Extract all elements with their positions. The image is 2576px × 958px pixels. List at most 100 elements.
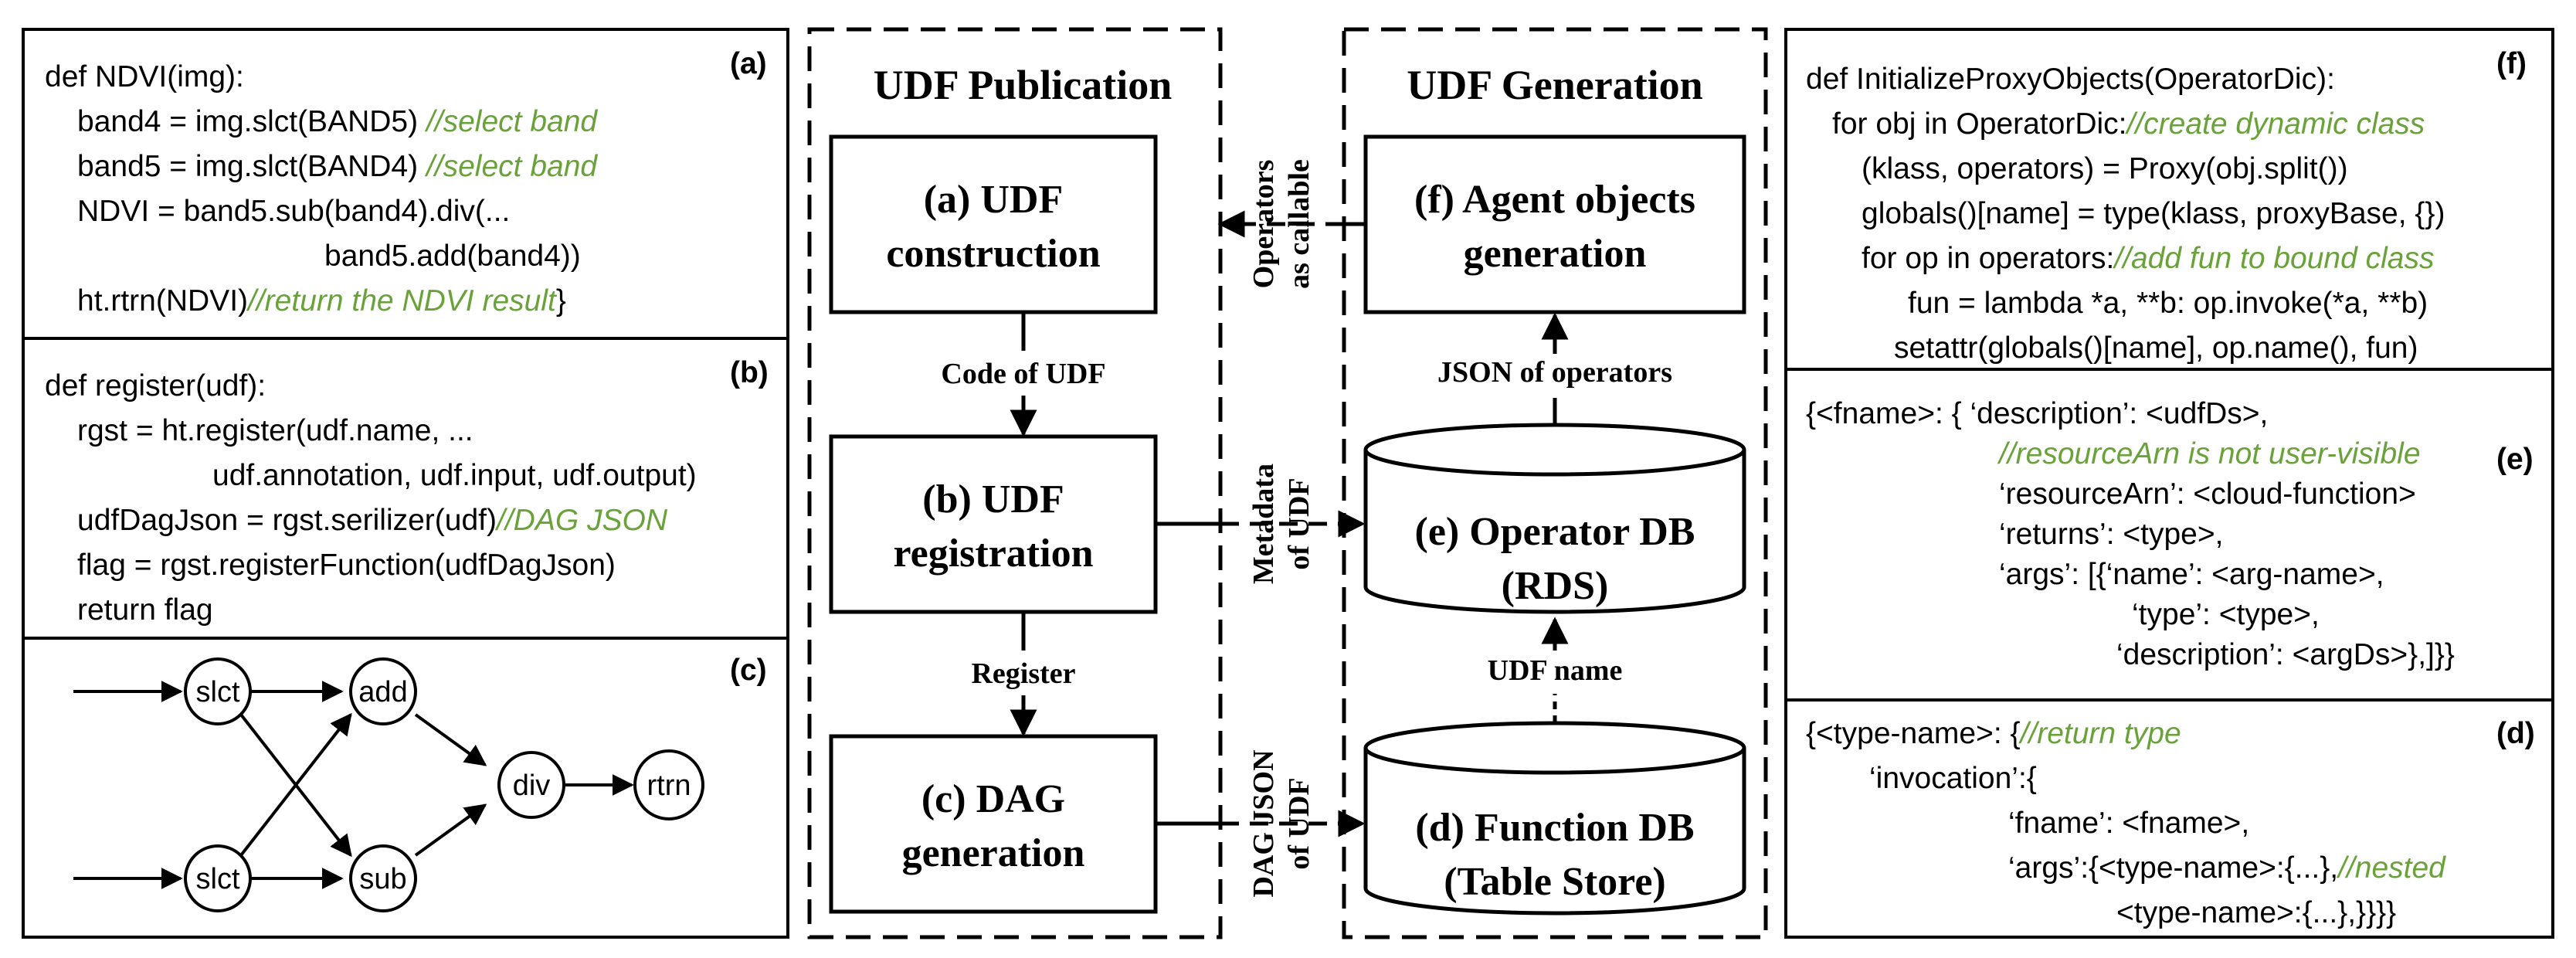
code-line: globals()[name] = type(klass, proxyBase,… <box>1862 197 2445 230</box>
code-comment: //select band <box>424 150 598 183</box>
code-line: band5.add(band4)) <box>324 240 581 273</box>
generation-dashed-frame <box>1342 27 1768 939</box>
box-label: generation <box>1464 232 1647 276</box>
generation-title: UDF Generation <box>1407 62 1702 108</box>
code-line: fun = lambda *a, **b: op.invoke(*a, **b) <box>1908 287 2428 320</box>
code-line: flag = rgst.registerFunction(udfDagJson) <box>77 549 616 582</box>
dag-node-circle <box>349 657 417 725</box>
panel-a-code: (a) def NDVI(img): band4 = img.slct(BAND… <box>45 47 767 318</box>
dag-node-circle <box>184 844 252 912</box>
code-line: <type-name>:{...},}}}} <box>2116 896 2396 929</box>
code-line: (klass, operators) = Proxy(obj.split()) <box>1862 152 2348 185</box>
code-line: band4 = img.slct(BAND5) //select band <box>77 105 598 138</box>
box-dag-generation <box>829 734 1158 914</box>
dag-node-circle <box>349 844 417 912</box>
dag-node-label: sub <box>359 863 406 895</box>
publication-dashed-frame <box>807 27 1223 939</box>
dag-node-label: slct <box>196 863 240 895</box>
code-line: setattr(globals()[name], op.name(), fun) <box>1894 331 2418 365</box>
code-line: //resourceArn is not user-visible <box>1997 437 2421 471</box>
box-label: (f) Agent objects <box>1414 178 1695 222</box>
panel-c-tag: (c) <box>730 654 767 687</box>
box-udf-registration <box>829 434 1158 614</box>
panel-b-code: (b) def register(udf): rgst = ht.registe… <box>45 356 769 627</box>
cross-label-operators: Operators <box>1247 160 1280 289</box>
udf-publication-section: UDF Publication (a) UDF construction (b)… <box>807 27 1223 939</box>
code-line: ‘fname’: <fname>, <box>2008 807 2249 840</box>
panel-c-dag: (c) slct slct add <box>73 654 767 912</box>
code-line: band5 = img.slct(BAND4) //select band <box>77 150 598 183</box>
publication-title: UDF Publication <box>874 62 1173 108</box>
dag-node-circle <box>497 751 565 819</box>
panel-a-tag: (a) <box>730 47 767 80</box>
dag-node-circle <box>184 657 252 725</box>
dag-node-label: slct <box>196 676 240 708</box>
code-comment: //create dynamic class <box>2125 107 2425 141</box>
cross-arrows: Operators as callable Metadata of UDF DA… <box>1156 159 1366 898</box>
edge-label-json-of-operators: JSON of operators <box>1437 356 1672 389</box>
code-line: ‘args’:{<type-name>:{...},//nested <box>2008 851 2446 885</box>
edge-label-code-of-udf: Code of UDF <box>941 358 1105 390</box>
box-label: (RDS) <box>1502 564 1609 608</box>
code-line: return flag <box>77 593 213 627</box>
panel-d-code: (d) {<type-name>: {//return type ‘invoca… <box>1806 717 2535 929</box>
code-line: NDVI = band5.sub(band4).div(... <box>77 195 510 228</box>
code-line: {<type-name>: {//return type <box>1806 717 2181 750</box>
code-line: ht.rtrn(NDVI)//return the NDVI result} <box>77 284 566 318</box>
code-comment: //return the NDVI result <box>246 284 558 318</box>
box-label: generation <box>902 831 1085 875</box>
box-label: (a) UDF <box>924 178 1064 222</box>
box-udf-construction <box>829 134 1158 314</box>
box-agent-objects-generation <box>1363 134 1746 314</box>
box-label: (Table Store) <box>1444 860 1665 904</box>
box-label: registration <box>894 532 1094 576</box>
box-label: (c) DAG <box>921 777 1065 821</box>
panel-e-code: (e) {<fname>: { ‘description’: <udfDs>, … <box>1806 397 2534 671</box>
code-line: def NDVI(img): <box>45 60 244 93</box>
code-line: ‘invocation’:{ <box>1869 762 2037 795</box>
edge-label-udf-name: UDF name <box>1488 654 1623 687</box>
right-panel-group: (f) def InitializeProxyObjects(OperatorD… <box>1784 28 2554 939</box>
dag-edge <box>414 803 487 857</box>
operator-db-cylinder: (e) Operator DB (RDS) <box>1363 423 1746 614</box>
code-line: ‘resourceArn’: <cloud-function> <box>1999 477 2416 511</box>
panel-e-tag: (e) <box>2496 443 2534 476</box>
code-comment: //nested <box>2336 851 2446 885</box>
dag-node-label: rtrn <box>647 769 691 802</box>
code-line: udfDagJson = rgst.serilizer(udf)//DAG JS… <box>77 504 668 537</box>
code-line: def InitializeProxyObjects(OperatorDic): <box>1806 63 2335 96</box>
cross-label-dagjson: of UDF <box>1283 777 1315 869</box>
code-line: rgst = ht.register(udf.name, ... <box>77 414 473 447</box>
panel-d-tag: (d) <box>2496 717 2535 750</box>
dag-node-circle <box>633 749 704 820</box>
code-line: for op in operators://add fun to bound c… <box>1862 242 2435 275</box>
edge-label-register: Register <box>971 657 1075 690</box>
code-comment: //add fun to bound class <box>2112 242 2434 275</box>
box-label: (d) Function DB <box>1415 806 1694 850</box>
cross-label-operators: as callable <box>1283 159 1315 289</box>
code-line: ‘description’: <argDs>},]}} <box>2116 638 2455 671</box>
cross-label-metadata: Metadata <box>1247 464 1280 584</box>
right-panel-frame <box>1784 28 2554 939</box>
dag-edge <box>239 712 352 857</box>
udf-generation-section: UDF Generation (f) Agent objects generat… <box>1342 27 1768 939</box>
code-line: def register(udf): <box>45 369 266 403</box>
function-db-cylinder: (d) Function DB (Table Store) <box>1363 721 1746 916</box>
code-line: ‘returns’: <type>, <box>1999 518 2223 551</box>
box-label: (e) Operator DB <box>1415 510 1695 554</box>
code-line: udf.annotation, udf.input, udf.output) <box>212 459 697 492</box>
cross-label-dagjson: DAG JSON <box>1247 749 1280 897</box>
code-comment: //select band <box>424 105 598 138</box>
code-comment: //DAG JSON <box>494 504 668 537</box>
code-comment: //return type <box>2018 717 2181 750</box>
left-panel-frame <box>22 28 789 939</box>
cross-label-metadata: of UDF <box>1283 477 1315 569</box>
dag-edge <box>414 713 487 766</box>
code-line: {<fname>: { ‘description’: <udfDs>, <box>1806 397 2268 430</box>
panel-f-tag: (f) <box>2496 47 2527 80</box>
code-line: ‘args’: [{‘name’: <arg-name>, <box>1999 558 2384 591</box>
code-line: for obj in OperatorDic://create dynamic … <box>1832 107 2425 141</box>
dag-node-label: add <box>358 676 407 708</box>
code-comment: //resourceArn is not user-visible <box>1997 437 2421 471</box>
